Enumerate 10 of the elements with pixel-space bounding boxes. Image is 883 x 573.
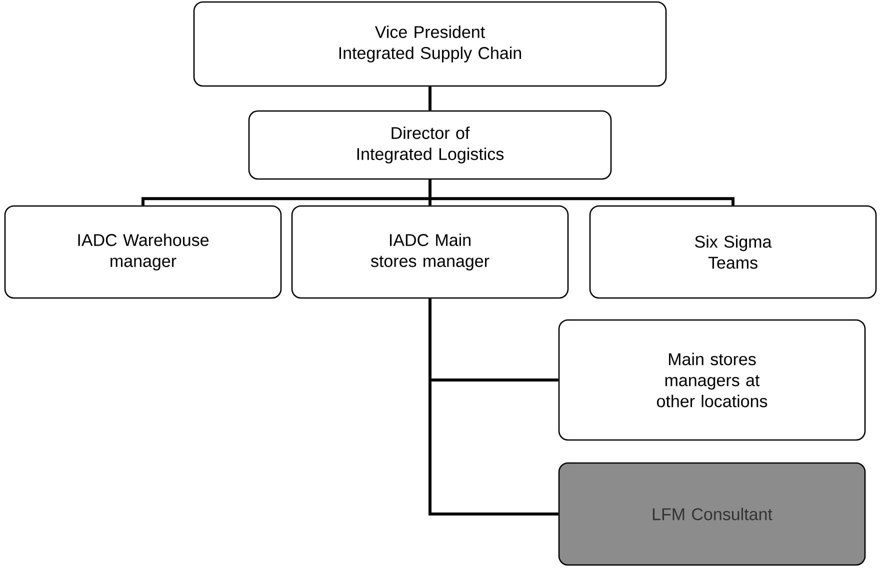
connector-line <box>428 86 432 110</box>
connector-line <box>428 298 558 516</box>
org-box: Director of Integrated Logistics <box>248 110 612 180</box>
org-box: Vice President Integrated Supply Chain <box>193 1 667 87</box>
connector-line <box>428 180 734 206</box>
org-box: IADC Warehouse manager <box>4 205 282 299</box>
org-box: IADC Main stores manager <box>291 205 569 299</box>
shaded-box: LFM Consultant <box>558 462 866 566</box>
org-box: Main stores managers at other locations <box>558 319 866 441</box>
org-box: Six Sigma Teams <box>589 205 877 299</box>
